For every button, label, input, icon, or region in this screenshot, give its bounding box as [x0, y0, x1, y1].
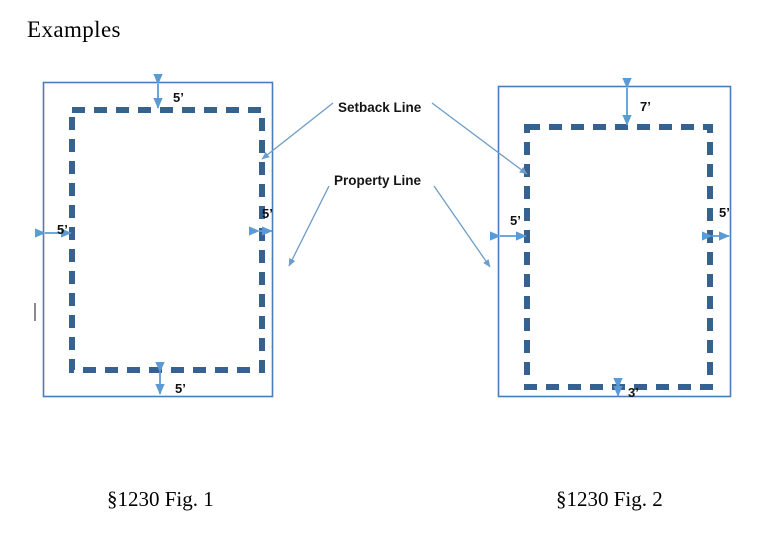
figure-2-property-line [497, 85, 732, 398]
figure-1-dim-bottom-label: 5’ [175, 381, 186, 396]
figure-2-dim-left-label: 5’ [510, 213, 521, 228]
figure-1-dim-right-label: 5’ [262, 206, 273, 221]
page-title: Examples [27, 17, 121, 42]
figure-2-group [489, 77, 732, 398]
figure-2-setback-line [524, 124, 713, 390]
property-leader-left [288, 185, 330, 267]
callout-setback-line: Setback Line [338, 100, 422, 115]
figure-1-dim-top-label: 5’ [173, 90, 184, 105]
setback-leader-left [261, 102, 334, 160]
property-leader-right [433, 185, 491, 268]
setback-leader-right [431, 102, 528, 175]
callout-leaders [261, 102, 528, 268]
text-caret [34, 303, 36, 321]
figure-2-dim-top-label: 7’ [640, 99, 651, 114]
figure-2-dim-bottom-label: 3’ [628, 385, 639, 400]
figure-1-property-line [42, 81, 274, 398]
figure-1-group [34, 73, 274, 398]
figure-2-caption: §1230 Fig. 2 [556, 487, 663, 511]
callout-property-line: Property Line [334, 173, 422, 188]
figure-1-caption: §1230 Fig. 1 [107, 487, 214, 511]
figure-1-dim-left-label: 5’ [57, 222, 68, 237]
figure-2-dim-right-label: 5’ [719, 205, 730, 220]
figure-1-setback-line [69, 107, 265, 373]
